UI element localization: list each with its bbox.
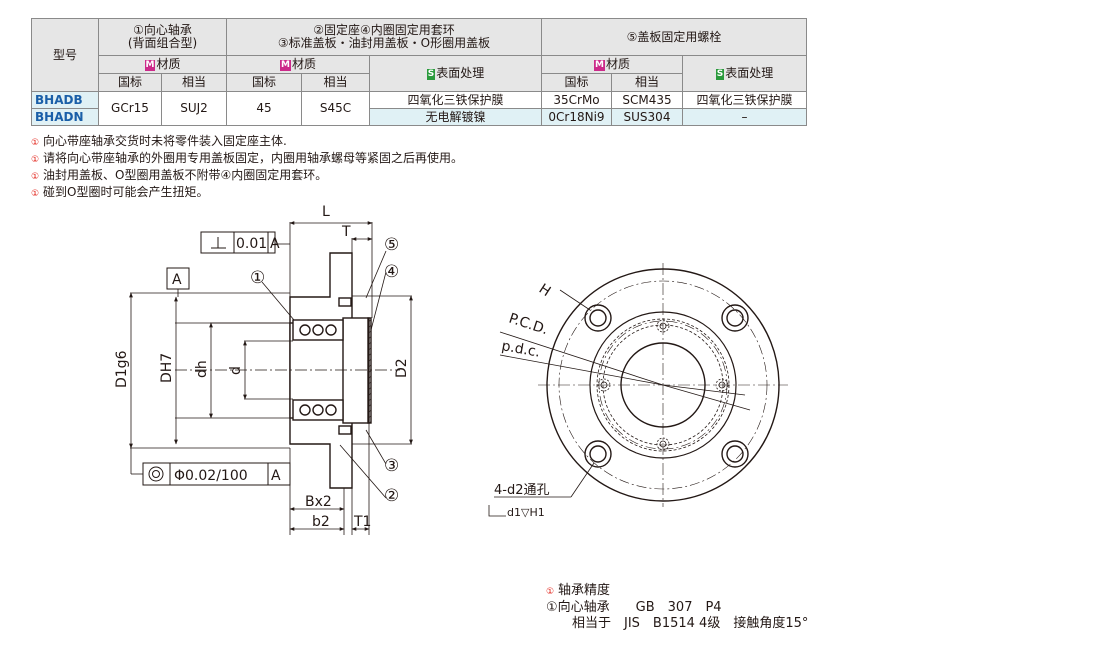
table-cell: S45C bbox=[301, 91, 370, 126]
equivalent-header: 相当 bbox=[161, 73, 227, 92]
front-view-labels: H P.C.D. p.d.c. 4-d2通孔 d1▽H1 bbox=[494, 281, 553, 519]
table-cell: GCr15 bbox=[98, 91, 162, 126]
dim-D2: D2 bbox=[394, 358, 410, 378]
dim-T1: T1 bbox=[353, 514, 371, 530]
side-view bbox=[129, 221, 413, 535]
dim-d: d bbox=[228, 366, 244, 375]
label-pcd: P.C.D. bbox=[507, 311, 550, 339]
perpendicularity-value: 0.01 bbox=[236, 236, 267, 252]
callout-5: ⑤ bbox=[384, 235, 399, 255]
standard-header: 国标 bbox=[98, 73, 162, 92]
dim-D1: D1g6 bbox=[114, 350, 130, 388]
table-cell: 无电解镀镍 bbox=[369, 108, 542, 126]
label-holes: 4-d2通孔 bbox=[494, 483, 550, 498]
datum-box: A bbox=[166, 267, 190, 290]
table-cell: SUS304 bbox=[611, 108, 683, 126]
accuracy-line: ①向心轴承 GB 307 P4 bbox=[546, 600, 722, 615]
side-view-labels: L T D1g6 DH7 dh d D2 Bx2 b2 T1 bbox=[114, 204, 410, 530]
note-bullet-icon: ① bbox=[546, 587, 555, 597]
dim-dh: dh bbox=[194, 360, 210, 378]
dim-Bx2: Bx2 bbox=[305, 494, 332, 510]
material-mark-icon: M bbox=[144, 60, 156, 71]
col3-header: ⑤盖板固定用螺栓 bbox=[541, 18, 807, 56]
note-bullet-icon: ① bbox=[31, 172, 40, 182]
callouts: ① ② ③ ④ ⑤ bbox=[250, 235, 399, 506]
datum-ref: A bbox=[270, 236, 280, 252]
material-mark-icon: M bbox=[594, 60, 605, 71]
label-pdc: p.d.c. bbox=[500, 338, 541, 360]
note-bullet-icon: ① bbox=[31, 155, 40, 165]
model-header: 型号 bbox=[31, 18, 99, 92]
concentricity-value: Φ0.02/100 bbox=[174, 468, 248, 484]
equivalent-header: 相当 bbox=[611, 73, 683, 92]
dim-b2: b2 bbox=[312, 514, 330, 530]
concentricity-frame: Φ0.02/100 A bbox=[142, 462, 291, 486]
note-bullet-icon: ① bbox=[31, 138, 40, 148]
dim-DH: DH7 bbox=[159, 353, 175, 383]
model-cell: BHADB bbox=[31, 91, 99, 109]
table-cell: 45 bbox=[226, 91, 302, 126]
surface-mark-icon: S bbox=[715, 69, 725, 80]
label-counterbore: d1▽H1 bbox=[507, 506, 545, 519]
svg-text:A: A bbox=[172, 272, 182, 288]
material-mark-icon: M bbox=[280, 60, 291, 71]
accuracy-line: 相当于 JIS B1514 4级 接触角度15° bbox=[546, 616, 809, 631]
note-bullet-icon: ① bbox=[31, 189, 40, 199]
standard-header: 国标 bbox=[541, 73, 612, 92]
table-cell: 0Cr18Ni9 bbox=[541, 108, 612, 126]
callout-1: ① bbox=[250, 268, 265, 288]
callout-3: ③ bbox=[384, 456, 399, 476]
concentricity-icon bbox=[148, 466, 164, 482]
equivalent-header: 相当 bbox=[301, 73, 370, 92]
datum-ref: A bbox=[271, 468, 281, 484]
surface-mark-icon: S bbox=[426, 69, 436, 80]
model-cell: BHADN bbox=[31, 108, 99, 126]
callout-4: ④ bbox=[384, 262, 399, 282]
callout-2: ② bbox=[384, 486, 399, 506]
front-view bbox=[488, 263, 788, 517]
perpendicularity-icon bbox=[211, 237, 226, 249]
perpendicularity-frame: 0.01 A bbox=[200, 231, 280, 254]
table-cell: SUJ2 bbox=[161, 91, 227, 126]
dim-T: T bbox=[341, 224, 351, 240]
table-cell: – bbox=[682, 108, 807, 126]
dim-L: L bbox=[322, 204, 330, 220]
label-H: H bbox=[536, 281, 554, 300]
table-cell: 四氧化三铁保护膜 bbox=[682, 91, 807, 109]
